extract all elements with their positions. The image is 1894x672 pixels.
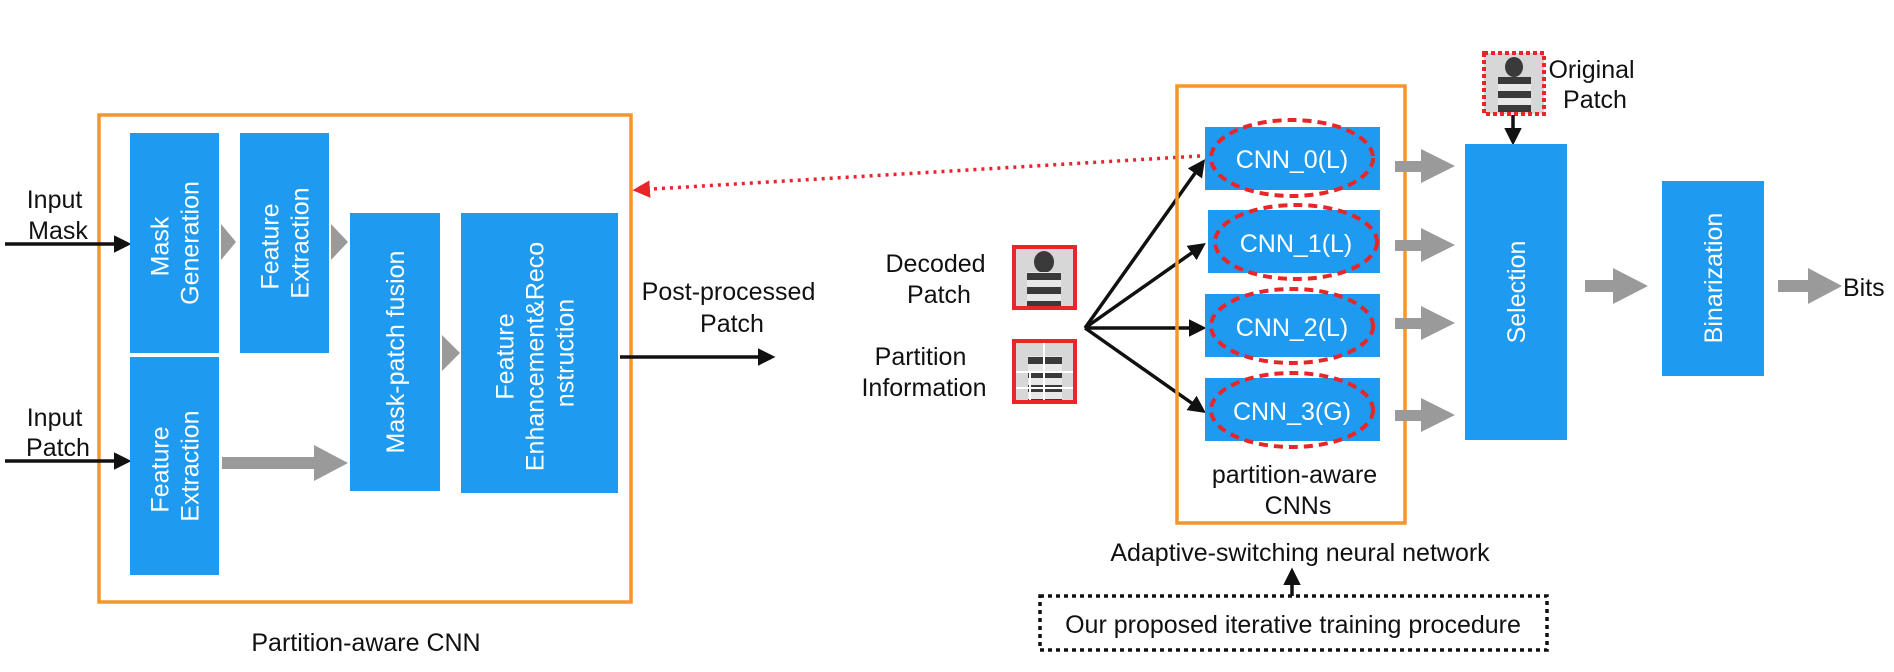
gray-arrow-bottom-to-fusion [222,445,348,481]
partition-information-thumbnail [1012,339,1077,404]
cnn-block-3: CNN_3(G) [1205,371,1380,449]
feature-enhancement-label: Feature Enhancement&Reco nstruction [492,235,580,471]
mask-generation-block [130,133,219,353]
cnn-block-2: CNN_2(L) [1205,287,1380,365]
adaptive-switching-label: Adaptive-switching neural network [1110,539,1490,567]
gray-arrow-feature-to-fusion [331,224,348,260]
input-mask-label: Input Mask [27,186,90,245]
feature-extraction-top-label: Feature Extraction [257,187,315,298]
partition-aware-cnns-frame [1175,84,1407,525]
selection-label: Selection [1503,241,1531,344]
cnn-2-label: CNN_2(L) [1236,314,1349,342]
input-patch-label: Input Patch [26,404,90,462]
binarization-block [1662,181,1764,376]
gray-arrow-fusion-to-enhancement [442,335,460,371]
mask-generation-label: Mask Generation [147,181,205,305]
decoded-patch-label: Decoded Patch [885,250,992,309]
gray-arrow-binarization-to-bits [1778,268,1842,304]
red-dotted-feedback-arrow [632,154,1201,198]
feature-extraction-bottom-label: Feature Extraction [147,410,205,521]
feature-enhancement-block [461,213,618,493]
mask-patch-fusion-block [350,213,440,491]
partition-aware-cnn-caption: Partition-aware CNN [251,629,480,657]
selection-block [1465,144,1567,440]
original-patch-thumbnail [1482,51,1546,116]
cnn-3-label: CNN_3(G) [1233,398,1351,426]
feature-extraction-bottom-block [130,357,219,575]
cnn-1-label: CNN_1(L) [1240,230,1353,258]
gray-arrow-mask-to-feature [221,224,236,260]
partition-information-label: Partition Information [861,343,986,402]
cnn-block-0: CNN_0(L) [1205,118,1380,198]
decoded-patch-thumbnail [1012,245,1077,310]
mask-patch-fusion-label: Mask-patch fusion [382,251,410,454]
partition-aware-cnns-label: partition-aware CNNs [1212,461,1384,520]
fan-out-arrows [1083,159,1207,414]
cnn-0-label: CNN_0(L) [1236,146,1349,174]
gray-arrow-selection-to-binarization [1585,268,1648,304]
gray-arrows-cnn-to-selection [1395,149,1455,432]
post-processed-patch-label: Post-processed Patch [642,278,823,338]
feature-extraction-top-block [240,133,329,353]
bits-label: Bits [1843,274,1885,302]
binarization-label: Binarization [1700,213,1728,344]
original-patch-label: Original Patch [1548,56,1641,114]
training-procedure-label: Our proposed iterative training procedur… [1065,611,1521,639]
cnn-block-1: CNN_1(L) [1208,203,1380,281]
